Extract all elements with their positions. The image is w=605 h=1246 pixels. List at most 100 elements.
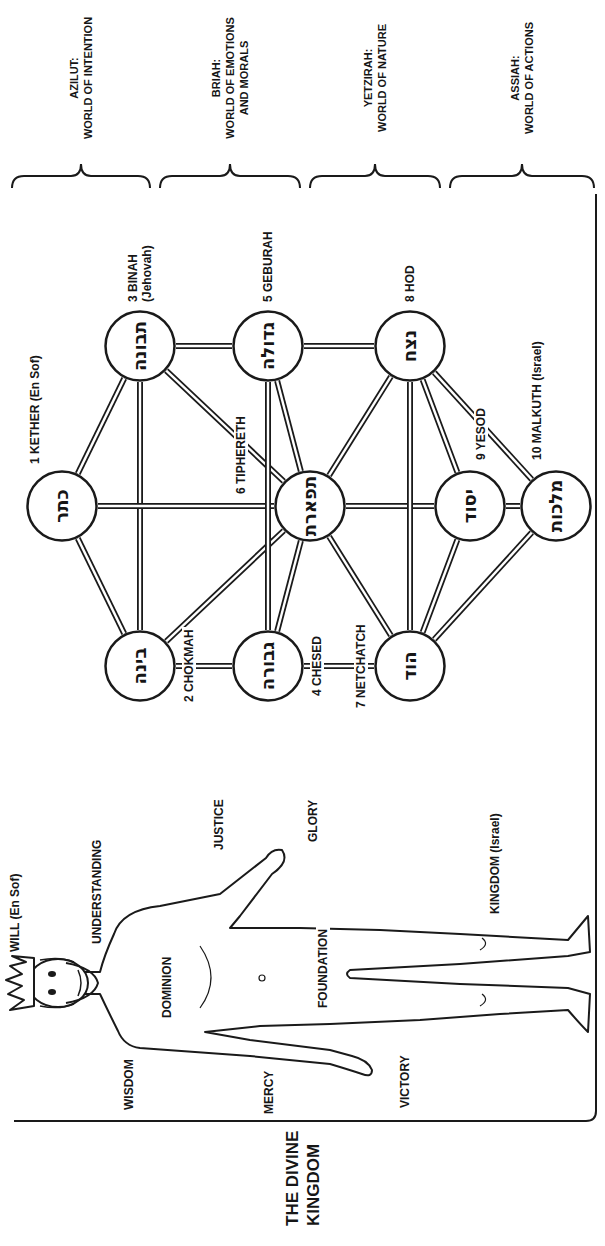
hebrew-name: גדולה: [259, 322, 277, 370]
sephirah-circle: כתר1 KETHER (En Sof): [26, 470, 98, 542]
sephirah-circle: בינה2 CHOKMAH: [104, 630, 176, 702]
circle-shape: [522, 472, 591, 541]
sephirah-label: 1 KETHER (En Sof): [28, 353, 42, 466]
hebrew-name: הוד: [401, 651, 419, 680]
tree-path: [268, 382, 269, 630]
path-outer: [265, 382, 271, 630]
world-group: YETZIRAH:WORLD OF NATURE: [361, 8, 389, 148]
hebrew-name: בינה: [131, 648, 149, 685]
sephirah-label: 8 HOD: [403, 263, 417, 304]
sephirah-label: 5 GEBURAH: [261, 229, 275, 304]
tree-path: [78, 378, 124, 473]
world-label: AZILUT:: [67, 8, 81, 148]
sephirah-circle: יסוד9 YESOD: [434, 470, 506, 542]
figure-label: UNDERSTANDING: [90, 838, 104, 946]
tree-path: [434, 373, 531, 480]
circle-shape: [276, 472, 345, 541]
hebrew-name: יסוד: [461, 489, 479, 523]
diagram-title: THE DIVINE KINGDOM: [282, 1130, 325, 1226]
path-outer: [277, 381, 301, 471]
hair: [40, 958, 74, 1007]
world-label: BRIAH:: [209, 8, 223, 148]
path-inner: [304, 345, 374, 347]
path-inner: [78, 378, 124, 473]
circle-shape: [234, 312, 303, 381]
circle-shape: [376, 632, 445, 701]
brace: [160, 164, 300, 188]
path-inner: [267, 382, 269, 630]
path-inner: [78, 538, 124, 633]
path-outer: [176, 343, 232, 349]
sephirah-circle: תבונה3 BINAH (Jehovah): [104, 310, 176, 382]
sephirah-label: 4 CHESED: [310, 634, 324, 698]
path-outer: [329, 537, 391, 636]
brace: [450, 164, 594, 188]
chest-line: [200, 946, 211, 1008]
eye: [48, 989, 56, 995]
path-outer: [346, 503, 434, 509]
frame-line: [14, 194, 596, 1121]
path-inner: [277, 541, 301, 631]
circle-shape: [106, 312, 175, 381]
eye: [48, 971, 56, 977]
tree-path: [410, 382, 411, 630]
figure-body: [84, 850, 590, 1076]
sephirah-label: 3 BINAH (Jehovah): [126, 208, 154, 304]
brace: [12, 164, 150, 188]
sephirah-circle: תפארת6 TIPHERETH: [274, 470, 346, 542]
knee: [480, 938, 486, 1006]
sephirah-circle: גדולה5 GEBURAH: [232, 310, 304, 382]
navel: [259, 975, 265, 981]
sephirah-label: 10 MALKUTH (Israel): [530, 339, 544, 462]
figure-label: DOMINION: [160, 955, 174, 1020]
path-inner: [409, 382, 411, 630]
tree-path: [329, 377, 391, 476]
path-outer: [304, 343, 374, 349]
sephirah-circle: נצח8 HOD: [374, 310, 446, 382]
path-inner: [434, 373, 531, 480]
hebrew-name: תבונה: [131, 321, 149, 371]
circle-shape: [106, 632, 175, 701]
world-label: ASSIAH:: [508, 8, 522, 148]
world-braces: [12, 164, 594, 188]
path-inner: [98, 505, 274, 507]
figure-label: KINGDOM (Israel): [488, 811, 502, 916]
world-label: WORLD OF INTENTION: [81, 8, 95, 148]
path-outer: [434, 533, 531, 640]
world-group: ASSIAH:WORLD OF ACTIONS: [508, 8, 536, 148]
world-group: AZILUT:WORLD OF INTENTION: [67, 8, 95, 148]
circle-shape: [376, 312, 445, 381]
mouth: [78, 970, 81, 996]
sephirah-circle: גבורה4 CHESED: [232, 630, 304, 702]
figure-label: GLORY: [306, 798, 320, 844]
hebrew-name: נצח: [401, 330, 419, 362]
tree-path: [329, 537, 391, 636]
path-outer: [78, 538, 124, 633]
hebrew-name: תפארת: [301, 476, 319, 536]
tree-path: [277, 541, 301, 631]
figure-label: WISDOM: [122, 1057, 136, 1112]
beard: [66, 963, 98, 1003]
path-outer: [407, 382, 413, 630]
tree-path: [346, 506, 434, 507]
figure-label: WILL (En Sof): [8, 872, 22, 954]
tree-path: [78, 538, 124, 633]
path-inner: [329, 537, 391, 636]
tree-path: [506, 506, 520, 507]
tree-path: [176, 346, 232, 347]
circle-shape: [436, 472, 505, 541]
path-inner: [277, 381, 301, 471]
sephirah-circle: מלכות10 MALKUTH (Israel): [520, 470, 592, 542]
sephirah-label: 9 YESOD: [474, 406, 488, 462]
path-outer: [506, 503, 520, 509]
path-inner: [506, 505, 520, 507]
path-outer: [78, 378, 124, 473]
path-outer: [329, 377, 391, 476]
world-label: WORLD OF ACTIONS: [522, 8, 536, 148]
figure-label: JUSTICE: [212, 797, 226, 852]
hebrew-name: כתר: [53, 489, 71, 522]
sephirah-label: 7 NETCHATCH: [354, 622, 368, 710]
